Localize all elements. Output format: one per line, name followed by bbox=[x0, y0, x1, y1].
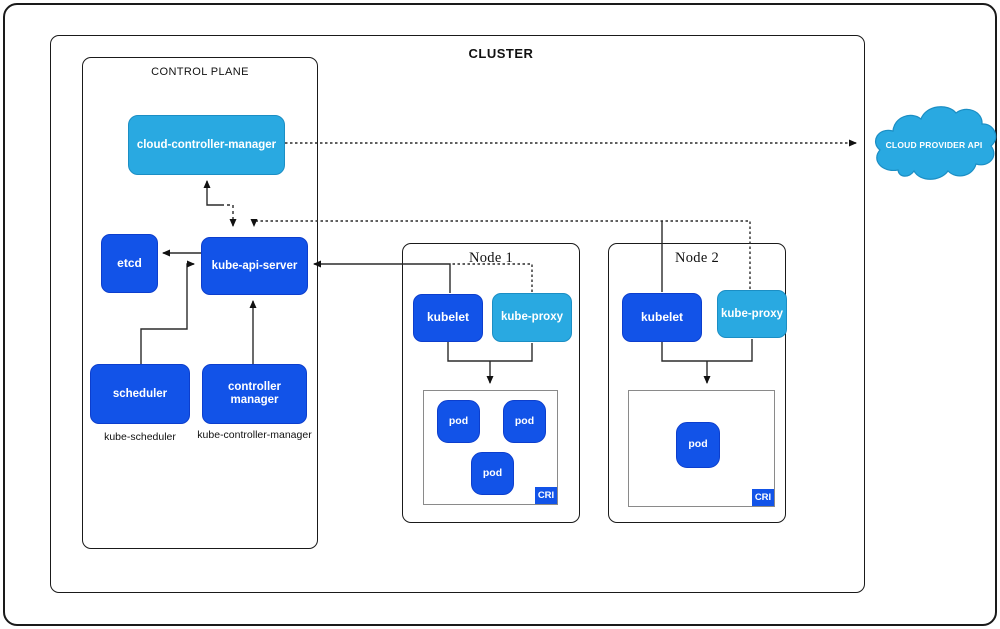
node-2-kubelet-box: kubelet bbox=[622, 293, 702, 342]
pod: pod bbox=[437, 400, 480, 443]
cloud-provider-api: CLOUD PROVIDER API bbox=[868, 98, 1000, 190]
kube-api-server-box: kube-api-server bbox=[201, 237, 308, 295]
scheduler-box: scheduler bbox=[90, 364, 190, 424]
node-2-kube-proxy-box: kube-proxy bbox=[717, 290, 787, 338]
node-1-kubelet-box: kubelet bbox=[413, 294, 483, 342]
node-2-cri-badge: CRI bbox=[752, 489, 774, 506]
controller-manager-caption: kube-controller-manager bbox=[197, 429, 312, 441]
pod: pod bbox=[471, 452, 514, 495]
page-border bbox=[3, 3, 997, 626]
pod: pod bbox=[676, 422, 720, 468]
node-1-cri-badge: CRI bbox=[535, 487, 557, 504]
cloud-provider-api-label: CLOUD PROVIDER API bbox=[885, 140, 983, 150]
control-plane-box: CONTROL PLANE bbox=[82, 57, 318, 549]
control-plane-label: CONTROL PLANE bbox=[151, 66, 249, 78]
scheduler-caption: kube-scheduler bbox=[104, 431, 176, 443]
controller-manager-box: controller manager bbox=[202, 364, 307, 424]
cloud-icon bbox=[875, 106, 997, 180]
cluster-box: CLUSTER bbox=[50, 35, 865, 593]
cloud-controller-manager-box: cloud-controller-manager bbox=[128, 115, 285, 175]
node-2-label: Node 2 bbox=[674, 250, 720, 266]
cluster-label: CLUSTER bbox=[468, 46, 534, 61]
pod: pod bbox=[503, 400, 546, 443]
node-1-label: Node 1 bbox=[468, 250, 514, 266]
node-1-kube-proxy-box: kube-proxy bbox=[492, 293, 572, 342]
etcd-box: etcd bbox=[101, 234, 158, 293]
